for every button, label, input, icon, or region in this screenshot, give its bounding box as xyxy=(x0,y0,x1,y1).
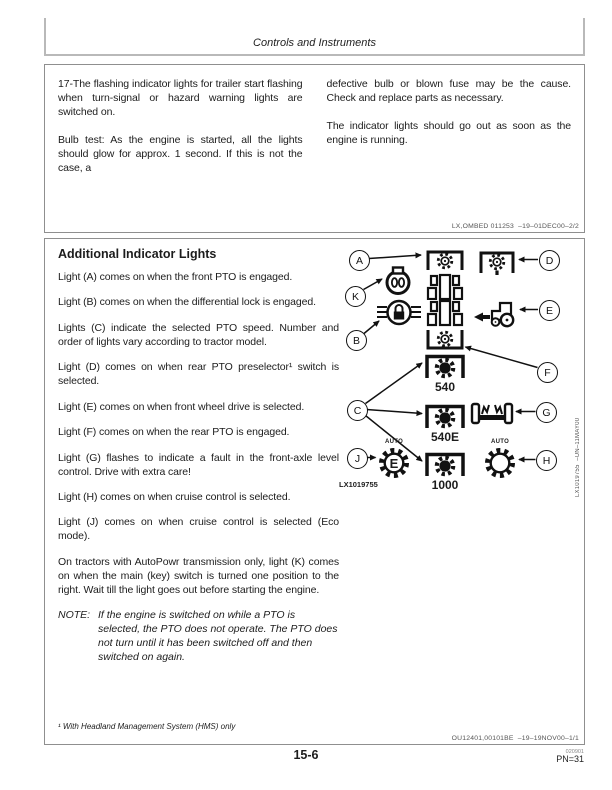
section-trailer-indicator-lights: 17-The flashing indicator lights for tra… xyxy=(44,64,585,233)
pn-number: PN=31 xyxy=(556,754,584,765)
callout-j: J xyxy=(347,448,368,469)
callout-h: H xyxy=(536,450,557,471)
eco-auto-label: AUTO xyxy=(384,439,404,445)
callout-c: C xyxy=(347,400,368,421)
callout-g: G xyxy=(536,402,557,423)
running-header: Controls and Instruments xyxy=(44,18,585,56)
reference-code: LX,OMBED 011253 –19–01DEC00–2/2 xyxy=(451,223,579,230)
callout-a: A xyxy=(349,250,370,271)
paragraph: The indicator lights should go out as so… xyxy=(326,120,572,147)
note-label: NOTE: xyxy=(58,609,91,622)
note-text: If the engine is switched on while a PTO… xyxy=(98,609,338,664)
print-code: 020901 xyxy=(565,749,584,755)
callout-d: D xyxy=(539,250,560,271)
column-right: defective bulb or blown fuse may be the … xyxy=(327,77,572,189)
key-switch-icon xyxy=(383,266,413,301)
front-pto-icon xyxy=(423,248,467,305)
paragraph-lights-c: Lights (C) indicate the selected PTO spe… xyxy=(58,321,339,348)
paragraph: Bulb test: As the engine is started, all… xyxy=(58,134,303,175)
front-axle-suspension-icon xyxy=(470,397,514,434)
pto-1000-icon xyxy=(423,450,467,485)
paragraph-light-j: Light (J) comes on when cruise control i… xyxy=(58,516,339,543)
paragraph: 17-The flashing indicator lights for tra… xyxy=(58,78,303,119)
note-block: NOTE: If the engine is switched on while… xyxy=(58,609,339,665)
paragraph-light-f: Light (F) comes on when the rear PTO is … xyxy=(58,426,290,439)
callout-e: E xyxy=(539,300,560,321)
callout-k: K xyxy=(345,286,366,307)
cruise-auto-label: AUTO xyxy=(490,439,510,445)
pto-preselector-icon xyxy=(477,248,517,283)
column-left: 17-The flashing indicator lights for tra… xyxy=(58,77,303,189)
rear-pto-icon xyxy=(423,299,467,357)
paragraph-light-b: Light (B) comes on when the differential… xyxy=(58,296,316,309)
paragraph-light-h: Light (H) comes on when cruise control i… xyxy=(58,491,291,504)
callout-f: F xyxy=(537,362,558,383)
paragraph-light-k: On tractors with AutoPowr transmission o… xyxy=(58,555,339,596)
pto-540-icon xyxy=(423,352,467,387)
paragraph-light-d: Light (D) comes on when rear PTO presele… xyxy=(58,361,339,388)
callout-b: B xyxy=(346,330,367,351)
differential-lock-icon xyxy=(377,298,421,335)
two-column-text: 17-The flashing indicator lights for tra… xyxy=(58,77,571,189)
footnote: ¹ With Headland Management System (HMS) … xyxy=(58,722,236,731)
pto-540e-icon xyxy=(423,402,467,437)
indicator-lights-diagram: A K B C J D E F G H xyxy=(339,246,595,498)
eco-letter: E xyxy=(389,455,399,471)
pn-block: 020901 PN=31 xyxy=(556,749,584,765)
paragraph-light-e: Light (E) comes on when front wheel driv… xyxy=(58,400,305,413)
reference-code: OU12401,00101BE –19–19NOV00–1/1 xyxy=(451,735,579,742)
pto-540-label: 540 xyxy=(434,380,456,394)
diagram-image-id: LX1019755 xyxy=(339,480,378,489)
paragraph: defective bulb or blown fuse may be the … xyxy=(326,78,572,105)
front-wheel-drive-icon xyxy=(472,298,518,333)
section-heading: Additional Indicator Lights xyxy=(58,247,217,261)
section-additional-indicator-lights: Additional Indicator Lights Light (A) co… xyxy=(44,238,585,745)
page-title: Controls and Instruments xyxy=(253,37,376,49)
pto-1000-label: 1000 xyxy=(431,478,459,492)
paragraph-light-a: Light (A) comes on when the front PTO is… xyxy=(58,271,293,283)
eco-cruise-icon xyxy=(377,446,411,485)
callout-arrows xyxy=(363,252,538,463)
page-number: 15-6 xyxy=(293,748,319,762)
pto-540e-label: 540E xyxy=(430,430,460,444)
body-text-column: Light (A) comes on when the front PTO is… xyxy=(58,271,339,665)
diagram-side-caption: LX1019755 –UN–11MAY00 xyxy=(575,417,581,497)
paragraph-light-g: Light (G) flashes to indicate a fault in… xyxy=(58,451,339,478)
cruise-control-icon xyxy=(483,446,517,485)
